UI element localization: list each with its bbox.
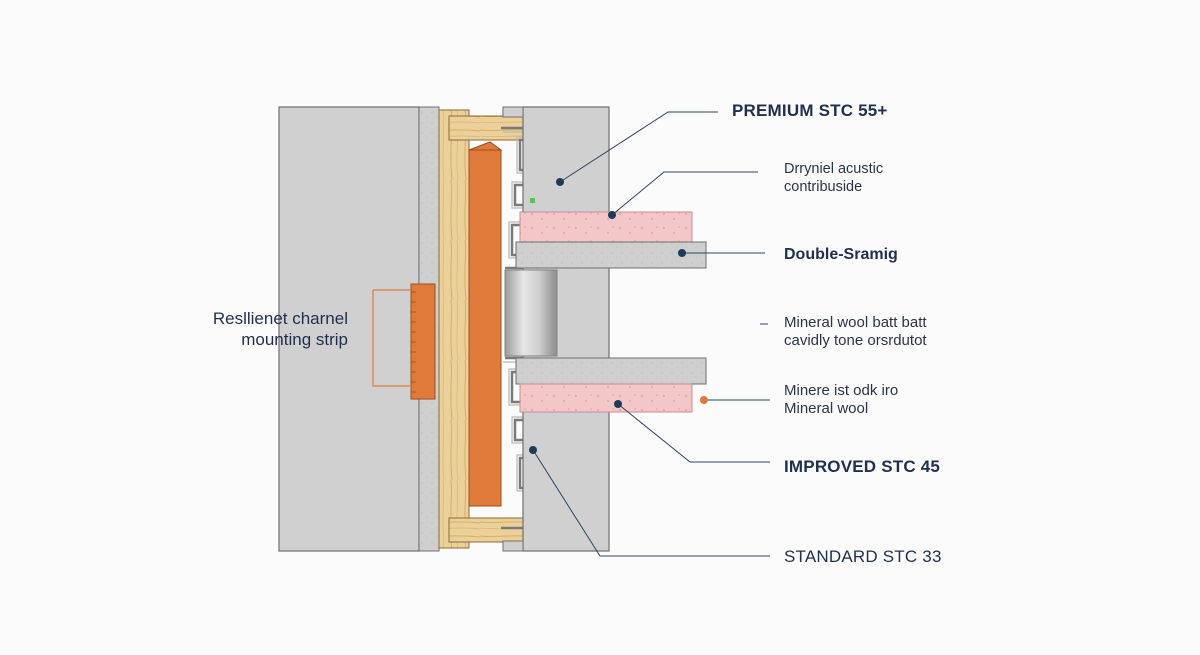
- leader-dot-icon: [678, 249, 686, 257]
- label-improved-stc: IMPROVED STC 45: [784, 457, 941, 476]
- label-drywall-line1: Drryniel acustic: [784, 161, 884, 177]
- green-marker: [530, 198, 535, 203]
- wood-bottom-plate: [448, 517, 530, 543]
- mineral-wool-lower: [519, 383, 693, 413]
- label-resilient-line1: Resllienet charnel: [212, 309, 348, 328]
- leader-resilient: [372, 290, 411, 387]
- wood-stud: [438, 109, 470, 549]
- leader-dot-icon: [556, 178, 564, 186]
- leader-standard: [532, 449, 770, 557]
- steel-stud: [504, 269, 558, 357]
- leader-dot-icon: [608, 211, 616, 219]
- label-drywall-acoustic: Drryniel acustic contribuside: [784, 160, 883, 196]
- orange-dot-icon: [700, 396, 708, 404]
- leader-drywall: [611, 171, 758, 216]
- leader-premium: [559, 111, 718, 183]
- label-double-framing: Double-Sramig: [784, 246, 898, 263]
- label-resilient-line2: mounting strip: [241, 330, 348, 349]
- resilient-mounting-strip: [410, 283, 436, 400]
- label-mineral2-line2: Mineral wool: [784, 400, 869, 417]
- leader-improved: [617, 403, 770, 463]
- label-mineral-wool-2: Minere ist odk iro Mineral wool: [784, 382, 898, 418]
- label-mineral-line2: cavidly tone orsrdutot: [784, 332, 927, 349]
- double-framing-board-upper: [515, 241, 707, 269]
- label-resilient-channel: Resllienet charnel mounting strip: [160, 308, 348, 350]
- label-drywall-line2: contribuside: [784, 179, 863, 195]
- label-premium-stc: PREMIUM STC 55+: [732, 101, 888, 120]
- label-mineral-line1: Mineral wool batt batt: [784, 314, 927, 331]
- orange-damping-layer: [468, 149, 502, 507]
- double-framing-board-lower: [515, 357, 707, 385]
- label-mineral-wool-batt: Mineral wool batt batt cavidly tone orsr…: [784, 314, 927, 350]
- left-wall-panel: [278, 106, 420, 552]
- label-standard-stc: STANDARD STC 33: [784, 547, 942, 566]
- mineral-wool-upper: [519, 211, 693, 243]
- label-mineral2-line1: Minere ist odk iro: [784, 382, 899, 399]
- leader-dot-icon: [614, 400, 622, 408]
- leader-dot-icon: [529, 446, 537, 454]
